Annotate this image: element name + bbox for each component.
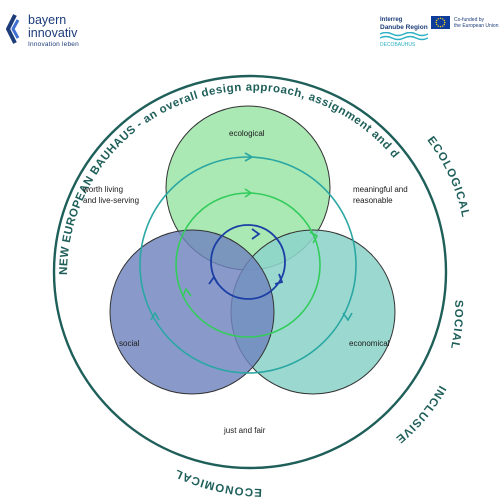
meaningful-line2: reasonable <box>353 196 393 205</box>
blue-arrowhead-left-icon <box>208 275 219 285</box>
green-arrowhead-right-icon <box>309 231 319 244</box>
cycle-teal-circle <box>139 156 357 374</box>
teal-arrowhead-top-icon <box>244 152 254 162</box>
interreg-label: Interreg <box>380 17 403 23</box>
ring-social-text: SOCIAL <box>448 300 464 351</box>
eu-flag-icon <box>431 16 450 29</box>
ring-inclusive-text: INCLUSIVE <box>393 383 448 445</box>
danube-waves-icon <box>380 32 428 41</box>
eu-name-label: the European Union <box>454 23 499 29</box>
outer-ring <box>52 74 448 470</box>
social-circle <box>109 229 275 395</box>
bayern-innovativ-logo: bayern innovativ Innovation leben <box>6 12 126 52</box>
project-name-label: DECOBAUHUS <box>380 42 416 48</box>
eu-cofunded-label: Co-funded by <box>454 17 485 23</box>
ecological-label: ecological <box>229 129 265 138</box>
logo-text-bayern: bayern <box>28 13 67 27</box>
logo-text-tagline: Innovation leben <box>28 41 79 48</box>
danube-region-label: Danube Region <box>380 24 428 31</box>
meaningful-label: meaningful and reasonable <box>353 184 408 206</box>
green-arrowhead-top-icon <box>244 188 253 198</box>
bayern-innovativ-mark-icon <box>6 14 20 44</box>
logo-text-innovativ: innovativ <box>28 26 78 40</box>
social-label: social <box>119 339 140 348</box>
ring-ecological-text: ECOLOGICAL <box>425 135 472 219</box>
interreg-eu-logos: Interreg Danube Region DECOBAUHUS Co-fun… <box>375 16 500 56</box>
blue-arrowhead-right-icon <box>274 273 284 285</box>
teal-arrowhead-right-icon <box>342 312 353 322</box>
blue-arrowhead-top-icon <box>251 228 261 240</box>
meaningful-line1: meaningful and <box>353 185 408 194</box>
cycle-blue-circle <box>210 224 286 300</box>
teal-arrowhead-left-icon <box>150 311 160 321</box>
economical-label: economical <box>349 339 390 348</box>
worth-living-line1: worth living <box>83 185 124 194</box>
worth-living-line2: and live-serving <box>83 196 140 205</box>
worth-living-label: worth living and live-serving <box>83 184 139 206</box>
ring-economical-text: ECONOMICAL <box>173 466 263 498</box>
cycle-green-circle <box>175 192 321 338</box>
just-and-fair-label: just and fair <box>224 426 266 435</box>
green-arrowhead-left-icon <box>182 287 192 297</box>
